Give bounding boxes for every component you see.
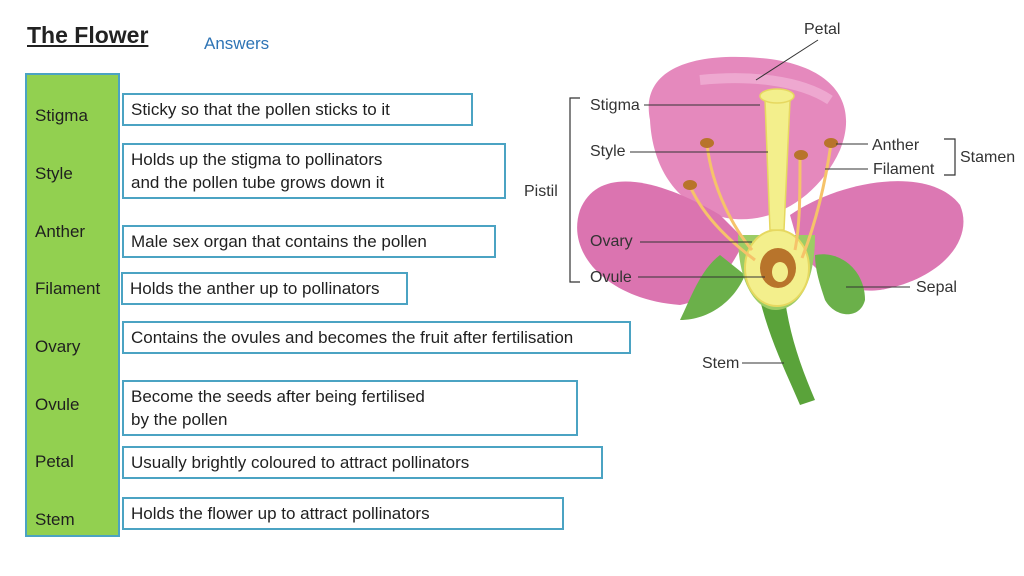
term-petal: Petal (35, 452, 74, 471)
answer-filament: Holds the anther up to pollinators (121, 272, 408, 305)
answer-ovule: Become the seeds after being fertilised … (122, 380, 578, 436)
label-filament: Filament (873, 161, 935, 178)
label-style: Style (590, 143, 626, 160)
answer-anther: Male sex organ that contains the pollen (122, 225, 496, 258)
label-stem: Stem (702, 355, 739, 372)
term-anther: Anther (35, 222, 86, 241)
stamen-bracket (944, 138, 956, 176)
flower-stem (760, 300, 815, 405)
term-style: Style (35, 164, 73, 183)
label-stigma: Stigma (590, 97, 640, 114)
label-pistil: Pistil (524, 183, 558, 200)
label-anther: Anther (872, 137, 920, 154)
pistil-bracket (569, 97, 580, 283)
label-ovule: Ovule (590, 269, 632, 286)
answer-stem: Holds the flower up to attract pollinato… (122, 497, 564, 530)
flower-anther-4 (824, 138, 838, 148)
flower-filament-4 (800, 143, 833, 259)
answer-stigma: Sticky so that the pollen sticks to it (122, 93, 473, 126)
term-column: Stigma Style Anther Filament Ovary Ovule… (25, 73, 120, 537)
flower-sepal-right (815, 254, 865, 315)
label-sepal: Sepal (916, 279, 957, 296)
term-ovary: Ovary (35, 337, 81, 356)
flower-petal-right (790, 181, 964, 291)
flower-stigma (759, 88, 795, 104)
flower-anther-2 (683, 180, 697, 190)
answer-petal: Usually brightly coloured to attract pol… (122, 446, 603, 479)
flower-diagram: Pistil Stigma Style Ovary Ovule Petal An… (524, 21, 1015, 405)
label-stamen: Stamen (960, 149, 1015, 166)
flower-filament-1 (705, 143, 754, 251)
term-filament: Filament (35, 279, 101, 298)
term-stem: Stem (35, 510, 75, 529)
term-stigma: Stigma (35, 106, 88, 125)
label-petal: Petal (804, 21, 840, 38)
page-title: The Flower (27, 22, 149, 48)
label-ovary: Ovary (590, 233, 633, 250)
flower-anther-1 (700, 138, 714, 148)
leader-petal (755, 39, 819, 81)
answer-ovary: Contains the ovules and becomes the frui… (122, 321, 631, 354)
flower-filament-2 (688, 185, 756, 262)
flower-style (764, 99, 791, 231)
flower-sepal-left (680, 255, 745, 320)
answers-heading: Answers (204, 34, 270, 53)
flower-filament-3 (793, 155, 802, 251)
answer-style: Holds up the stigma to pollinators and t… (122, 143, 506, 199)
flower-petal-top (648, 56, 847, 220)
term-ovule: Ovule (35, 395, 80, 414)
flower-anther-3 (794, 150, 808, 160)
